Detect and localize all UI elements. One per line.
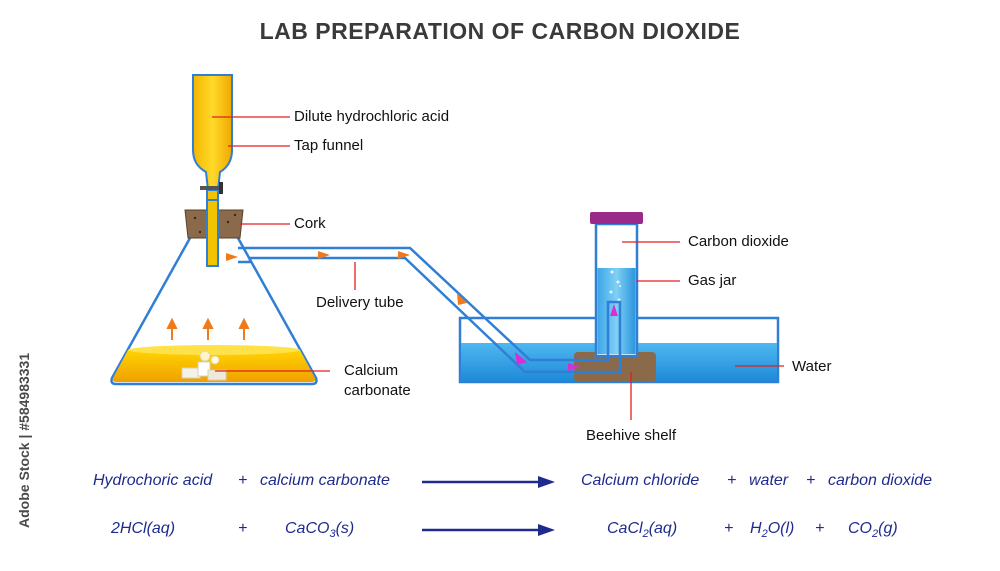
label-carbonate: carbonate [344, 382, 411, 399]
label-carbon-dioxide: Carbon dioxide [688, 233, 789, 250]
word-product-water: water [749, 472, 789, 489]
bubble-arrows [515, 304, 618, 371]
label-delivery-tube: Delivery tube [316, 294, 404, 311]
gas-jar [590, 212, 643, 358]
formula-plus-3: + [815, 520, 825, 537]
reaction-arrows [422, 476, 555, 536]
formula-h2o: H2O(l) [750, 520, 795, 541]
label-water: Water [792, 358, 832, 375]
formula-caco3: CaCO3(s) [285, 520, 355, 541]
formula-co2: CO2(g) [848, 520, 898, 541]
conical-flask [110, 215, 318, 386]
label-dilute-hcl: Dilute hydrochloric acid [294, 108, 450, 125]
formula-cacl2: CaCl2(aq) [607, 520, 678, 541]
formula-plus-2: + [724, 520, 734, 537]
diagram-title: LAB PREPARATION OF CARBON DIOXIDE [259, 18, 741, 44]
delivery-tube [238, 246, 622, 374]
formula-hcl: 2HCl(aq) [111, 520, 176, 537]
label-calcium: Calcium [344, 362, 399, 379]
word-reactant-hcl: Hydrochoric acid [93, 472, 213, 489]
rising-gas-arrows [166, 317, 250, 340]
word-plus-1: + [238, 472, 248, 489]
word-reactant-caco3: calcium carbonate [260, 472, 390, 489]
label-tap-funnel: Tap funnel [294, 137, 364, 154]
label-beehive-shelf: Beehive shelf [586, 427, 677, 444]
leader-lines [212, 116, 784, 420]
word-product-cacl2: Calcium chloride [581, 472, 700, 489]
stock-credit: Adobe Stock | #584983331 [16, 352, 32, 528]
word-plus-2: + [727, 472, 737, 489]
calcium-carbonate-chips [181, 350, 227, 381]
formula-plus-1: + [238, 520, 248, 537]
word-plus-3: + [806, 472, 816, 489]
label-gas-jar: Gas jar [688, 272, 737, 289]
label-cork: Cork [294, 215, 326, 232]
word-product-co2: carbon dioxide [828, 472, 933, 489]
gas-flow-arrows [226, 251, 467, 305]
